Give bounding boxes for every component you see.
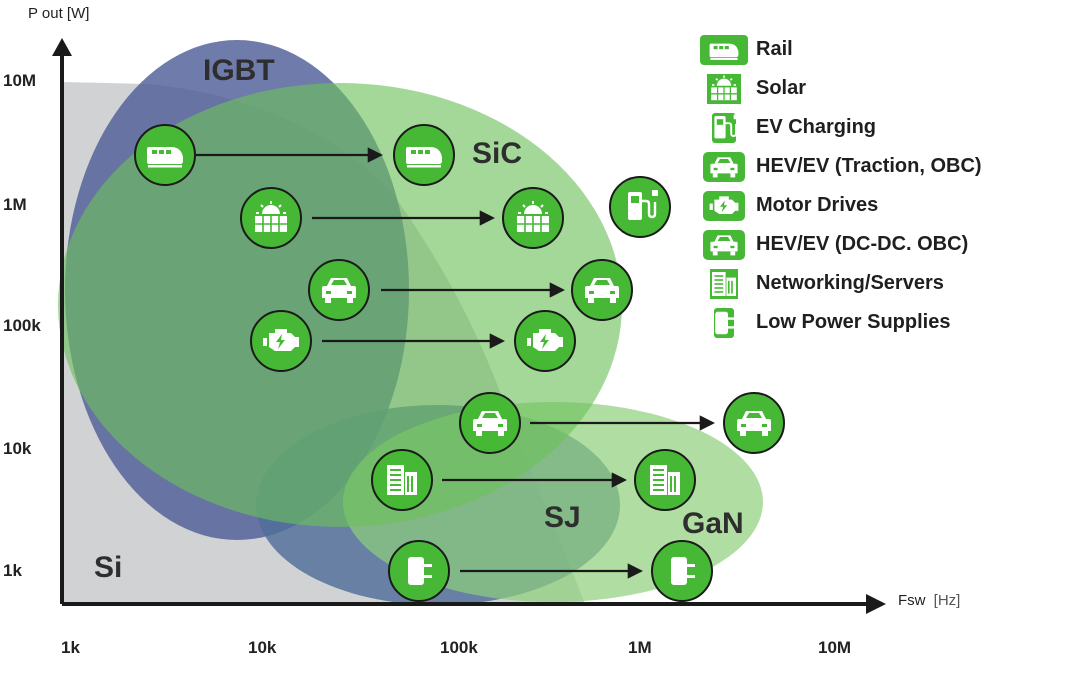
- motor-end: [514, 310, 576, 372]
- legend-item-ev-charging: EV Charging: [700, 108, 1070, 147]
- y-tick-labels: 10M 1M 100k 10k 1k: [3, 71, 41, 580]
- legend-item-hev-dcdc: HEV/EV (DC-DC. OBC): [700, 225, 1070, 264]
- legend-label: Low Power Supplies: [756, 311, 951, 333]
- x-axis-title-main: Fsw: [898, 592, 926, 609]
- region-label-si: Si: [94, 551, 122, 584]
- solar-icon: [700, 73, 748, 104]
- dcdc-start: [459, 392, 521, 454]
- y-tick-label: 1M: [3, 195, 27, 214]
- server-icon: [700, 268, 748, 299]
- region-label-igbt: IGBT: [203, 54, 275, 87]
- x-axis-title-unit: [Hz]: [934, 592, 961, 609]
- x-tick-label: 1M: [628, 638, 652, 657]
- traction-end: [571, 259, 633, 321]
- y-tick-label: 10M: [3, 71, 36, 90]
- legend-label: Solar: [756, 77, 807, 99]
- x-axis-arrow: [866, 594, 886, 614]
- migration-arrows: [196, 147, 716, 579]
- solar-start: [240, 187, 302, 249]
- legend-item-networking: Networking/Servers: [700, 264, 1070, 303]
- y-tick-label: 10k: [3, 439, 32, 458]
- ev-charging-icon: [700, 112, 748, 143]
- legend-item-rail: Rail: [700, 30, 1070, 69]
- motor-start: [250, 310, 312, 372]
- legend-label: HEV/EV (DC-DC. OBC): [756, 233, 969, 255]
- region-label-gan: GaN: [682, 507, 744, 540]
- region-label-sic: SiC: [472, 137, 522, 170]
- traction-start: [308, 259, 370, 321]
- y-tick-label: 1k: [3, 561, 22, 580]
- server-start: [371, 449, 433, 511]
- x-tick-label: 10k: [248, 638, 277, 657]
- legend: Rail Solar EV Charging HEV/EV (Traction,…: [700, 30, 1070, 342]
- legend-item-hev-traction: HEV/EV (Traction, OBC): [700, 147, 1070, 186]
- x-tick-label: 100k: [440, 638, 478, 657]
- solar-end: [502, 187, 564, 249]
- lps-end: [651, 540, 713, 602]
- y-tick-label: 100k: [3, 316, 41, 335]
- legend-item-solar: Solar: [700, 69, 1070, 108]
- y-axis-arrow: [52, 38, 72, 56]
- plug-icon: [700, 307, 748, 338]
- region-label-sj: SJ: [544, 501, 581, 534]
- application-nodes: [134, 124, 785, 602]
- ev-charging: [609, 176, 671, 238]
- x-tick-label: 10M: [818, 638, 851, 657]
- car-icon: [700, 229, 748, 260]
- motor-icon: [700, 190, 748, 221]
- legend-label: EV Charging: [756, 116, 877, 138]
- legend-label: Networking/Servers: [756, 272, 944, 294]
- lps-start: [388, 540, 450, 602]
- server-end: [634, 449, 696, 511]
- legend-label: Motor Drives: [756, 194, 879, 216]
- axes: [52, 38, 886, 614]
- car-icon: [700, 151, 748, 182]
- x-tick-label: 1k: [61, 638, 80, 657]
- dcdc-end: [723, 392, 785, 454]
- legend-item-low-power: Low Power Supplies: [700, 303, 1070, 342]
- x-axis-title: Fsw [Hz]: [898, 592, 960, 609]
- x-tick-labels: 1k 10k 100k 1M 10M: [61, 638, 851, 657]
- y-axis-title: P out [W]: [28, 5, 89, 22]
- rail-icon: [700, 34, 748, 65]
- legend-label: Rail: [756, 38, 793, 60]
- rail-start: [134, 124, 196, 186]
- rail-end: [393, 124, 455, 186]
- legend-label: HEV/EV (Traction, OBC): [756, 155, 982, 177]
- legend-item-motor-drives: Motor Drives: [700, 186, 1070, 225]
